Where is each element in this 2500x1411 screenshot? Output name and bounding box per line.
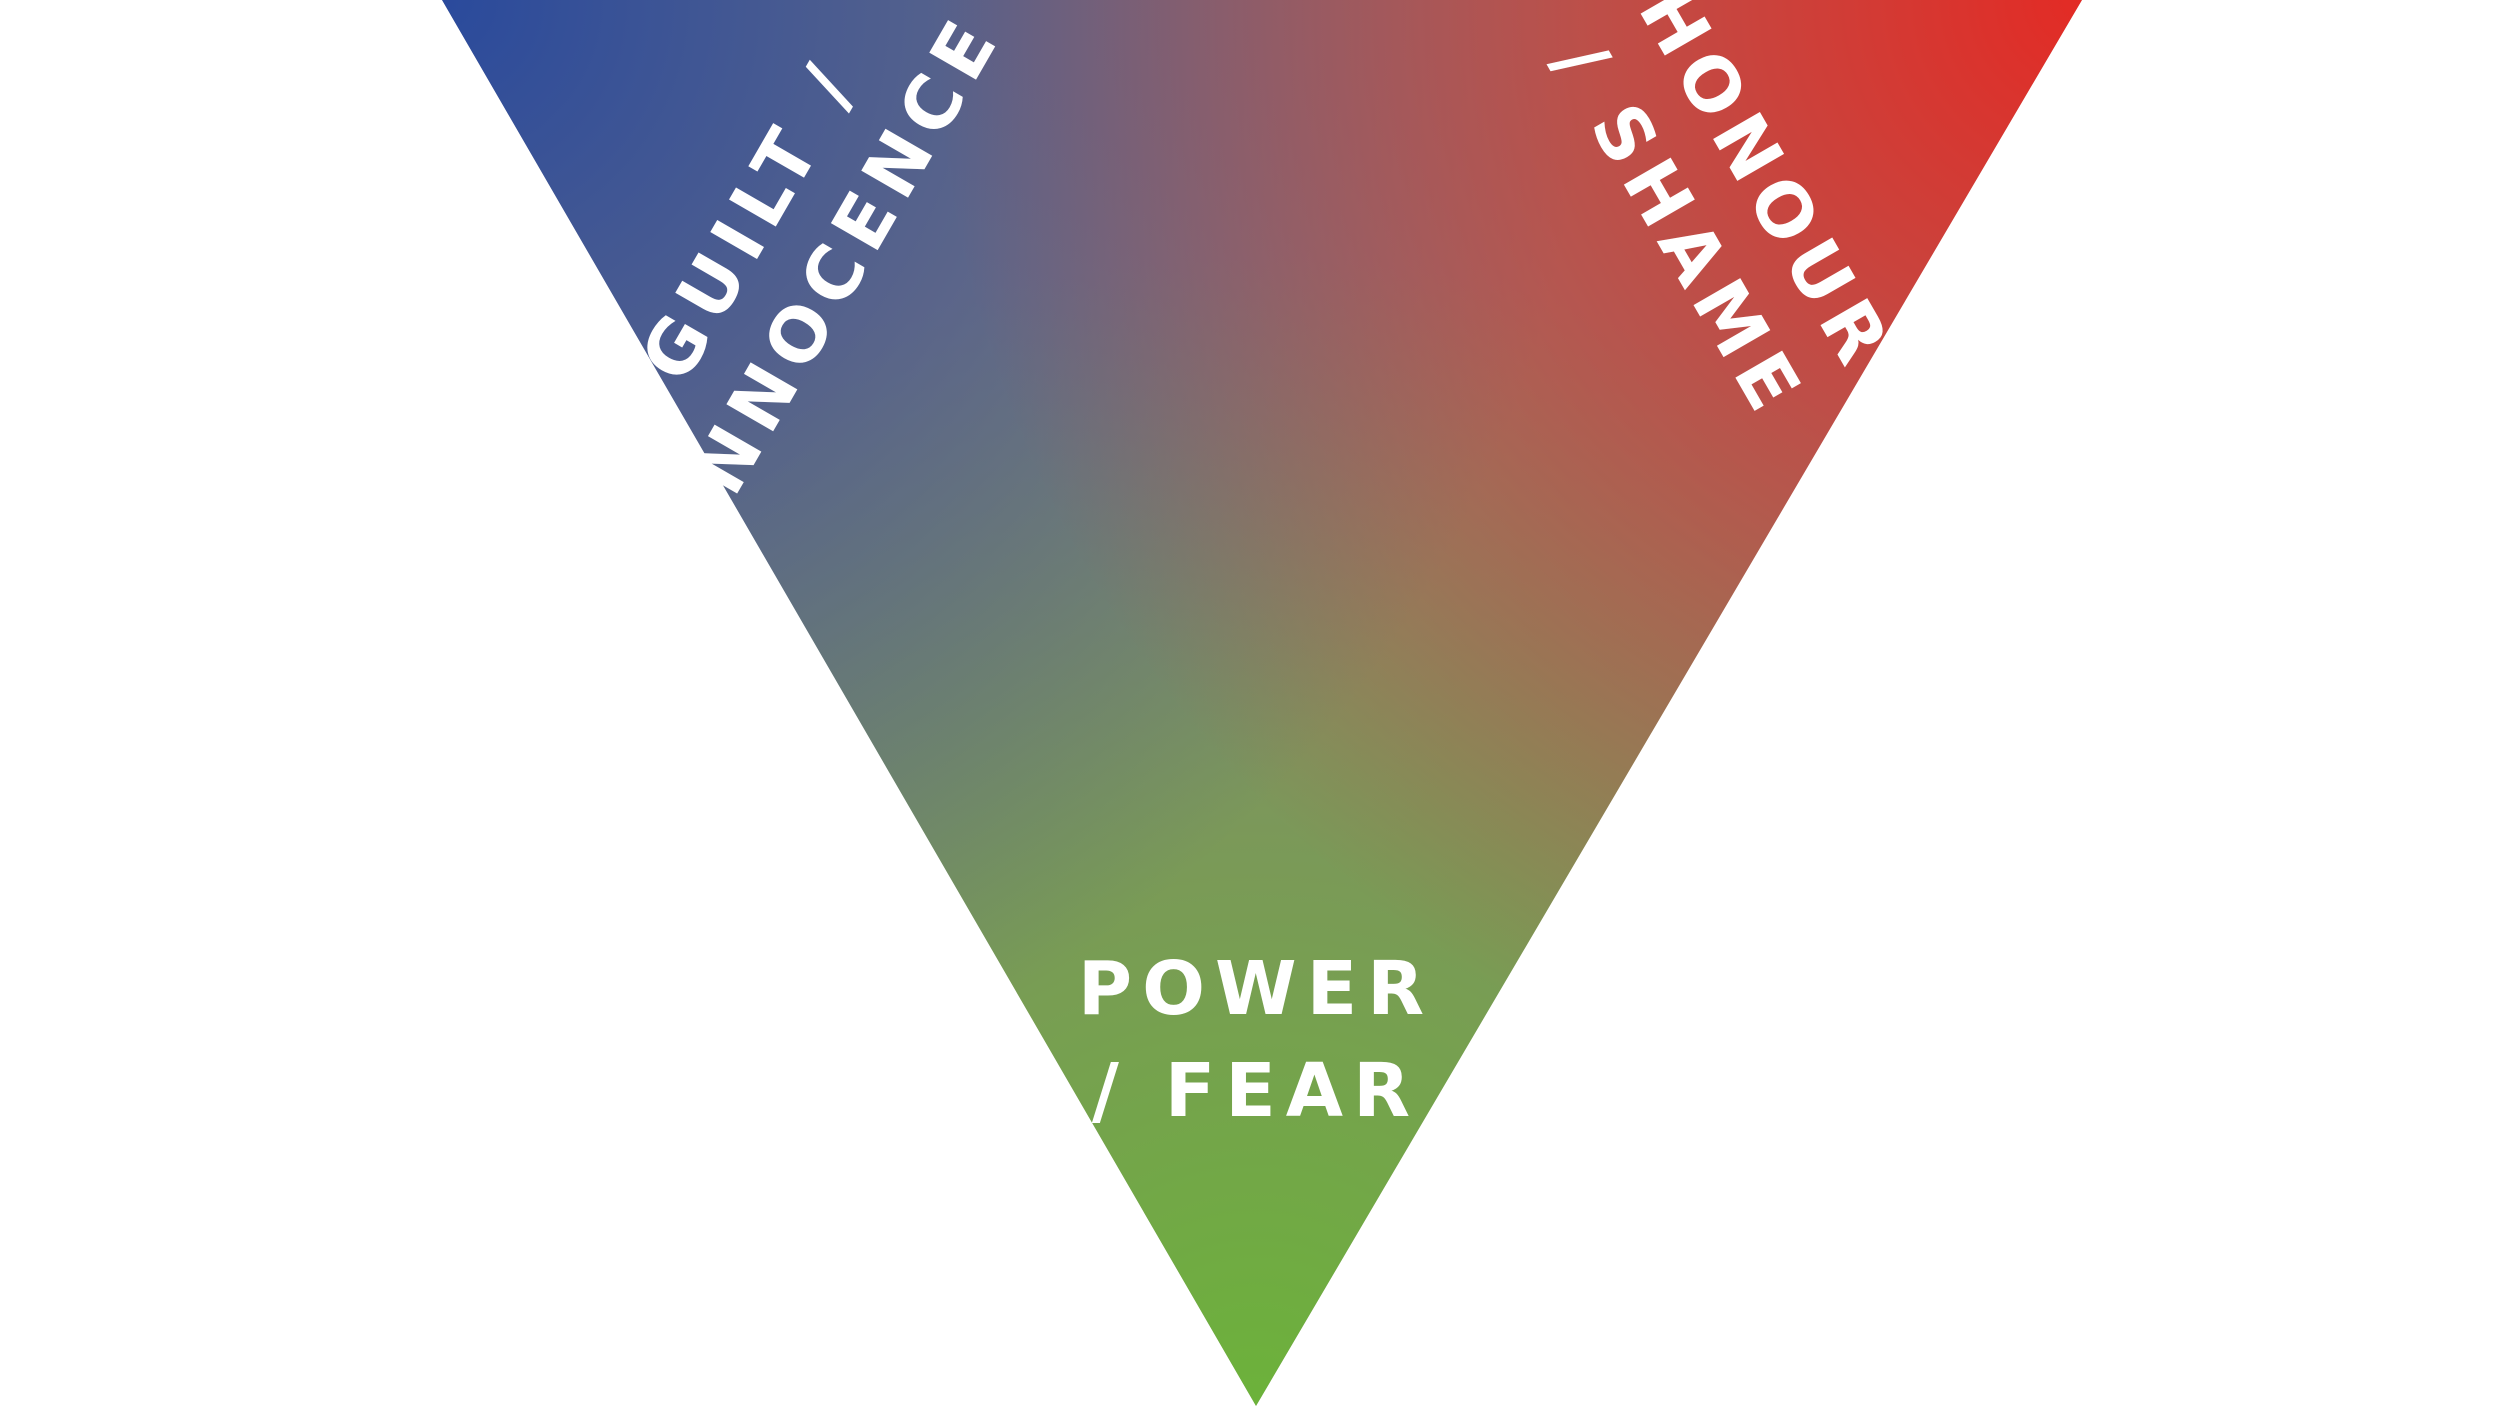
power-fear-label-line2: / FEAR [1092, 1048, 1420, 1134]
power-fear-label-line1: POWER [1078, 946, 1434, 1032]
power-fear-label-group: POWER / FEAR [1078, 946, 1434, 1134]
